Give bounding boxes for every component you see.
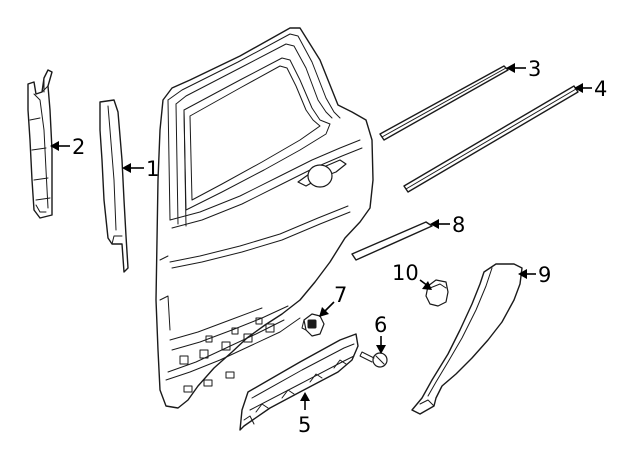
arrowhead-3 bbox=[506, 63, 515, 73]
part-2-pillar-applique bbox=[27, 69, 53, 219]
callout-8: 8 bbox=[452, 213, 465, 237]
rear-door-shell bbox=[155, 27, 374, 409]
part-6-screw bbox=[359, 351, 388, 368]
callout-3: 3 bbox=[528, 57, 541, 81]
arrowhead-6 bbox=[376, 345, 386, 354]
callout-6: 6 bbox=[374, 313, 387, 337]
callout-1: 1 bbox=[146, 157, 159, 181]
arrowhead-8 bbox=[430, 219, 439, 229]
part-10-plug bbox=[425, 279, 449, 307]
callout-9: 9 bbox=[538, 263, 551, 287]
callout-4: 4 bbox=[594, 77, 607, 101]
arrowhead-5 bbox=[300, 392, 310, 401]
callout-5: 5 bbox=[298, 413, 311, 437]
callout-10: 10 bbox=[392, 261, 419, 285]
leader-7 bbox=[323, 301, 335, 313]
arrowhead-7 bbox=[319, 307, 329, 317]
arrowhead-4 bbox=[574, 83, 583, 93]
arrowhead-10 bbox=[422, 281, 432, 290]
callout-leaders bbox=[50, 63, 592, 410]
callout-7: 7 bbox=[334, 283, 347, 307]
arrowhead-9 bbox=[518, 269, 527, 279]
callout-numbers: 1 2 3 4 5 6 7 8 9 10 bbox=[72, 57, 607, 437]
part-4-belt-moulding bbox=[403, 85, 579, 193]
arrowhead-2 bbox=[50, 141, 59, 151]
callout-2: 2 bbox=[72, 135, 85, 159]
part-1-pillar-trim bbox=[99, 99, 129, 273]
part-7-clip bbox=[301, 313, 325, 337]
part-3-belt-moulding bbox=[379, 65, 509, 141]
part-8-moulding-strip bbox=[351, 221, 433, 261]
part-9-wheel-arch-moulding bbox=[411, 263, 523, 415]
part-5-lower-moulding bbox=[239, 333, 359, 431]
arrowhead-1 bbox=[122, 163, 131, 173]
